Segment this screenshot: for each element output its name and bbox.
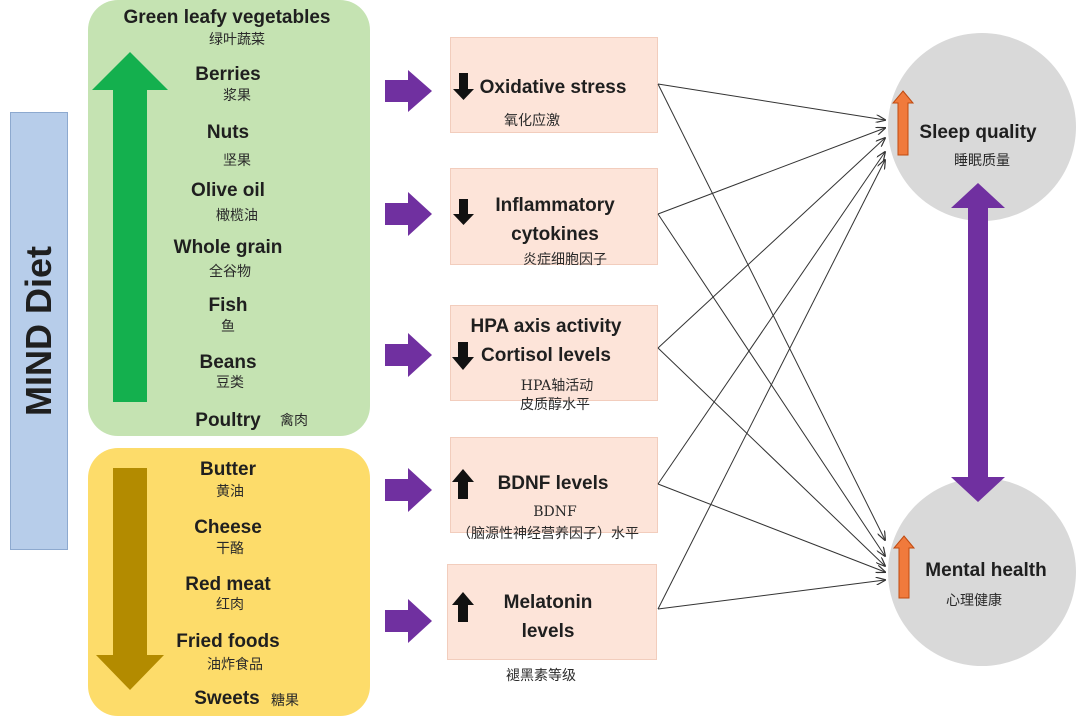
flow-arrow-icon — [385, 70, 432, 112]
arrow-up-icon — [891, 90, 915, 156]
mechanism-bdnf-label-zh-line2: （脑源性神经营养因子）水平 — [457, 526, 639, 542]
outcome-sleep-quality-label: Sleep quality — [919, 122, 1037, 143]
food-item-sweets-zh: 糖果 — [271, 693, 299, 709]
food-item-red-meat-zh: 红肉 — [216, 597, 244, 613]
mechanism-box-hpa-cortisol — [450, 305, 658, 401]
food-item-poultry: Poultry — [195, 410, 261, 431]
food-item-beans: Beans — [199, 352, 257, 373]
flow-arrow-icon — [385, 599, 432, 643]
arrow-down-icon — [453, 199, 474, 225]
flow-arrow-icon — [385, 468, 432, 512]
mechanism-melatonin-label-zh: 褪黑素等级 — [506, 668, 576, 684]
mechanism-hpa-label-line2: Cortisol levels — [481, 345, 611, 366]
food-item-fish: Fish — [208, 295, 248, 316]
mechanism-box-melatonin — [447, 564, 657, 660]
food-item-berries: Berries — [195, 64, 261, 85]
mechanism-box-oxidative-stress — [450, 37, 658, 133]
food-item-butter: Butter — [200, 459, 256, 480]
food-item-green-leafy-vegetables-zh: 绿叶蔬菜 — [209, 32, 265, 48]
food-item-olive-oil: Olive oil — [191, 180, 265, 201]
decrease-arrow-icon — [96, 468, 164, 690]
food-item-olive-oil-zh: 橄榄油 — [216, 208, 258, 224]
mechanism-inflammatory-label-zh: 炎症细胞因子 — [523, 252, 607, 268]
food-item-fried-foods: Fried foods — [176, 631, 280, 652]
food-item-whole-grain: Whole grain — [173, 237, 283, 258]
arrow-up-icon — [452, 592, 474, 622]
food-item-green-leafy-vegetables: Green leafy vegetables — [123, 7, 331, 28]
mechanism-hpa-label-line1: HPA axis activity — [470, 316, 622, 337]
mechanism-oxidative-stress-label-zh: 氧化应激 — [504, 113, 560, 129]
flow-arrow-icon — [385, 192, 432, 236]
food-item-cheese: Cheese — [194, 517, 262, 538]
flow-arrow-icon — [385, 333, 432, 377]
diet-label-bar — [10, 112, 68, 550]
arrow-up-icon — [892, 535, 916, 599]
mechanism-box-inflammatory-cytokines — [450, 168, 658, 265]
outcome-sleep-quality-label-zh: 睡眠质量 — [954, 153, 1010, 169]
increase-arrow-icon — [92, 52, 168, 402]
mechanism-melatonin-label-line1: Melatonin — [503, 592, 593, 613]
arrow-down-icon — [453, 73, 474, 100]
arrow-down-icon — [452, 342, 474, 370]
mechanism-hpa-label-zh-line1: HPA轴活动 — [520, 378, 594, 394]
food-item-nuts: Nuts — [206, 122, 250, 143]
mechanism-inflammatory-label-line1: Inflammatory — [495, 195, 615, 216]
bidirectional-arrow-icon — [951, 183, 1005, 502]
mechanism-inflammatory-label-line2: cytokines — [511, 224, 599, 245]
mechanism-oxidative-stress-label: Oxidative stress — [479, 77, 627, 98]
outcome-circle-mental-health — [888, 478, 1076, 666]
outcome-mental-health-label: Mental health — [925, 560, 1047, 581]
mechanism-bdnf-label-zh-line1: BDNF — [533, 504, 577, 520]
food-item-red-meat: Red meat — [185, 574, 271, 595]
food-item-poultry-zh: 禽肉 — [280, 413, 308, 429]
food-item-fish-zh: 鱼 — [221, 319, 235, 335]
mechanism-melatonin-label-line2: levels — [521, 621, 575, 642]
food-item-nuts-zh: 坚果 — [223, 153, 251, 169]
food-item-whole-grain-zh: 全谷物 — [209, 264, 251, 280]
food-item-beans-zh: 豆类 — [216, 375, 244, 391]
mechanism-box-bdnf — [450, 437, 658, 533]
food-item-cheese-zh: 干酪 — [216, 541, 244, 557]
food-item-sweets: Sweets — [194, 688, 260, 709]
food-item-fried-foods-zh: 油炸食品 — [207, 657, 263, 673]
mechanism-hpa-label-zh-line2: 皮质醇水平 — [520, 397, 590, 413]
food-item-berries-zh: 浆果 — [223, 88, 251, 104]
outcome-mental-health-label-zh: 心理健康 — [946, 593, 1002, 609]
mechanism-bdnf-label: BDNF levels — [497, 473, 609, 494]
arrow-up-icon — [452, 469, 474, 499]
food-item-butter-zh: 黄油 — [216, 484, 244, 500]
